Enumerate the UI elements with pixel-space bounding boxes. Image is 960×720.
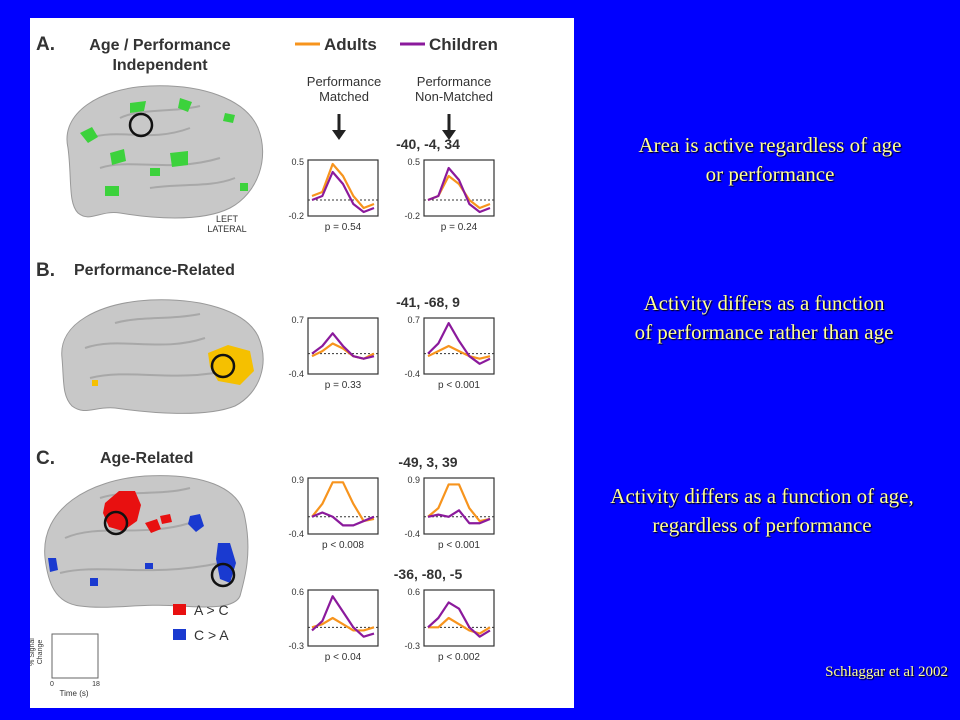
roi-circle-icon [210, 562, 236, 588]
legend-children-label: Children [429, 35, 498, 54]
time-course-chart: 0.7 -0.4 p < 0.001 [404, 315, 495, 391]
time-course-chart: 0.5 -0.2 p = 0.24 [404, 157, 495, 233]
series-line-adults [311, 616, 375, 632]
series-line-children [311, 332, 375, 360]
panel-a-letter: A. [36, 34, 55, 55]
tick-label: -0.3 [404, 641, 420, 651]
series-line-children [311, 595, 375, 638]
coordinate-label: -41, -68, 9 [396, 294, 460, 310]
brain-image-c [44, 475, 249, 608]
chart-frame [423, 159, 495, 217]
legend-adults-label: Adults [324, 35, 377, 54]
tick-label: -0.2 [288, 211, 304, 221]
roi-circle-icon [128, 112, 154, 138]
tick-label: -0.4 [404, 529, 420, 539]
panel-b-title: Performance-Related [74, 262, 235, 279]
tick-label: 0.9 [407, 475, 420, 485]
chart-frame [423, 477, 495, 535]
citation: Schlaggar et al 2002 [825, 664, 948, 680]
p-value-label: p < 0.001 [438, 380, 480, 391]
time-course-chart: 0.7 -0.4 p = 0.33 -41, -68, 9 [288, 294, 460, 391]
coordinate-label: -40, -4, 34 [396, 136, 460, 152]
coordinate-label: -36, -80, -5 [394, 566, 463, 582]
key-swatch-red [173, 604, 186, 615]
caption-c-text: Activity differs as a function of age,re… [610, 484, 914, 537]
tick-label: -0.2 [404, 211, 420, 221]
series-line-children [311, 170, 375, 214]
p-value-label: p < 0.008 [322, 540, 364, 551]
p-value-label: p < 0.04 [325, 652, 362, 663]
tick-label: -0.3 [288, 641, 304, 651]
series-line-children [427, 321, 491, 365]
time-course-chart: 0.9 -0.4 p < 0.008 -49, 3, 39 [288, 454, 457, 551]
panel-b-letter: B. [36, 260, 55, 281]
tick-label: 0.7 [291, 315, 304, 325]
scale-inset-x0: 0 [50, 681, 54, 688]
p-value-label: p < 0.002 [438, 652, 480, 663]
chart-frame [423, 589, 495, 647]
panel-c-title: Age-Related [100, 450, 193, 467]
tick-label: 0.7 [407, 315, 420, 325]
chart-frame [423, 317, 495, 375]
p-value-label: p = 0.54 [325, 222, 362, 233]
time-course-chart: 0.9 -0.4 p < 0.001 [404, 475, 495, 551]
key-ac-label: A > C [194, 602, 229, 618]
tick-label: 0.6 [407, 587, 420, 597]
series-line-adults [427, 344, 491, 360]
series-line-adults [427, 483, 491, 523]
p-value-label: p < 0.001 [438, 540, 480, 551]
time-course-chart: 0.5 -0.2 p = 0.54 -40, -4, 34 [288, 136, 460, 233]
key-swatch-blue [173, 629, 186, 640]
series-line-children [311, 511, 375, 527]
series-line-children [427, 601, 491, 638]
tick-label: -0.4 [288, 369, 304, 379]
tick-label: 0.9 [291, 475, 304, 485]
scale-inset-xlabel: Time (s) [59, 689, 88, 698]
tick-label: 0.5 [407, 157, 420, 167]
p-value-label: p = 0.33 [325, 380, 362, 391]
arrow-down-icon [332, 114, 346, 140]
arrow-down-icon [442, 114, 456, 140]
coordinate-label: -49, 3, 39 [398, 454, 457, 470]
key-ca-label: C > A [194, 627, 229, 643]
tick-label: 0.6 [291, 587, 304, 597]
caption-c: Activity differs as a function of age,re… [570, 482, 954, 540]
panel-c-letter: C. [36, 448, 55, 469]
series-line-children [427, 166, 491, 214]
tick-label: -0.4 [288, 529, 304, 539]
charts-group: 0.5 -0.2 p = 0.54 -40, -4, 34 0.5 -0.2 p = 0.2… [288, 136, 495, 663]
series-line-adults [311, 162, 375, 210]
roi-circle-icon [103, 510, 129, 536]
p-value-label: p = 0.24 [441, 222, 478, 233]
time-course-chart: 0.6 -0.3 p < 0.04 -36, -80, -5 [288, 566, 462, 663]
roi-circle-icon [210, 353, 236, 379]
tick-label: -0.4 [404, 369, 420, 379]
time-course-chart: 0.6 -0.3 p < 0.002 [404, 587, 495, 663]
tick-label: 0.5 [291, 157, 304, 167]
chart-frame [307, 589, 379, 647]
scale-inset-ylabel: % SignalChange [30, 638, 44, 666]
brain-image-b [61, 299, 264, 414]
series-line-children [427, 509, 491, 525]
series-line-adults [428, 616, 491, 635]
scale-inset: % SignalChange 0 18 Time (s) [30, 633, 100, 698]
scale-inset-x1: 18 [92, 681, 100, 688]
